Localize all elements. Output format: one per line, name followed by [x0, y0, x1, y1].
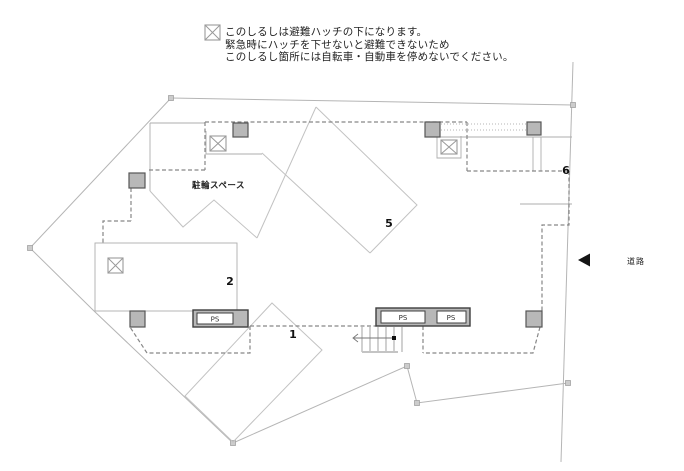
- ps-unit-right: PS PS: [375, 307, 471, 327]
- road-boundary-line: [560, 61, 574, 463]
- road-label: 道路: [627, 256, 645, 266]
- stair-direction-arrow-icon: [352, 333, 359, 343]
- ps-label: PS: [399, 314, 408, 322]
- column-3: [526, 121, 542, 136]
- column-4: [128, 172, 146, 189]
- hatch-marker-icon: [440, 139, 458, 155]
- dotted-service-lines: [441, 123, 527, 131]
- legend-text-line-2: 緊急時にハッチを下せないと避難できないため: [225, 38, 450, 51]
- column-1: [232, 122, 249, 138]
- hatch-markers: [107, 135, 458, 274]
- space-number-5: 5: [385, 217, 393, 230]
- building-light-lines: [94, 136, 572, 312]
- space-number-6: 6: [562, 164, 570, 177]
- parking-space-1-outline: [184, 302, 323, 443]
- survey-markers: [27, 95, 576, 446]
- column-6: [525, 310, 543, 328]
- room-outline-2: [94, 242, 238, 312]
- column-5: [129, 310, 146, 328]
- hatch-marker-icon: [209, 135, 227, 152]
- ps-label: PS: [447, 314, 456, 322]
- building-outline-dashed: [102, 121, 570, 354]
- legend: このしるしは避難ハッチの下になります。 緊急時にハッチを下せないと避難できないた…: [204, 24, 514, 63]
- legend-hatch-marker-icon: [204, 24, 221, 41]
- hatch-marker-icon: [107, 257, 124, 274]
- site-boundary: [27, 61, 576, 463]
- space-number-1: 1: [289, 328, 297, 341]
- stair-treads: [361, 327, 403, 352]
- ps-label: PS: [211, 316, 220, 324]
- ps-unit-left: PS: [192, 309, 249, 328]
- space-number-2: 2: [226, 275, 234, 288]
- stairs: [352, 327, 403, 353]
- bicycle-parking-label: 駐輪スペース: [192, 180, 245, 191]
- columns: [128, 121, 543, 328]
- legend-text-line-3: このしるし箇所には自転車・自動車を停めないでください。: [225, 50, 514, 63]
- space-numbers: 1 2 5 6: [226, 164, 570, 341]
- road-direction-arrow-icon: [578, 253, 590, 267]
- legend-text-line-1: このしるしは避難ハッチの下になります。: [225, 25, 427, 38]
- parking-stall-lines: [149, 106, 462, 443]
- parking-stall-zigzag: [149, 190, 258, 239]
- column-2: [424, 121, 441, 138]
